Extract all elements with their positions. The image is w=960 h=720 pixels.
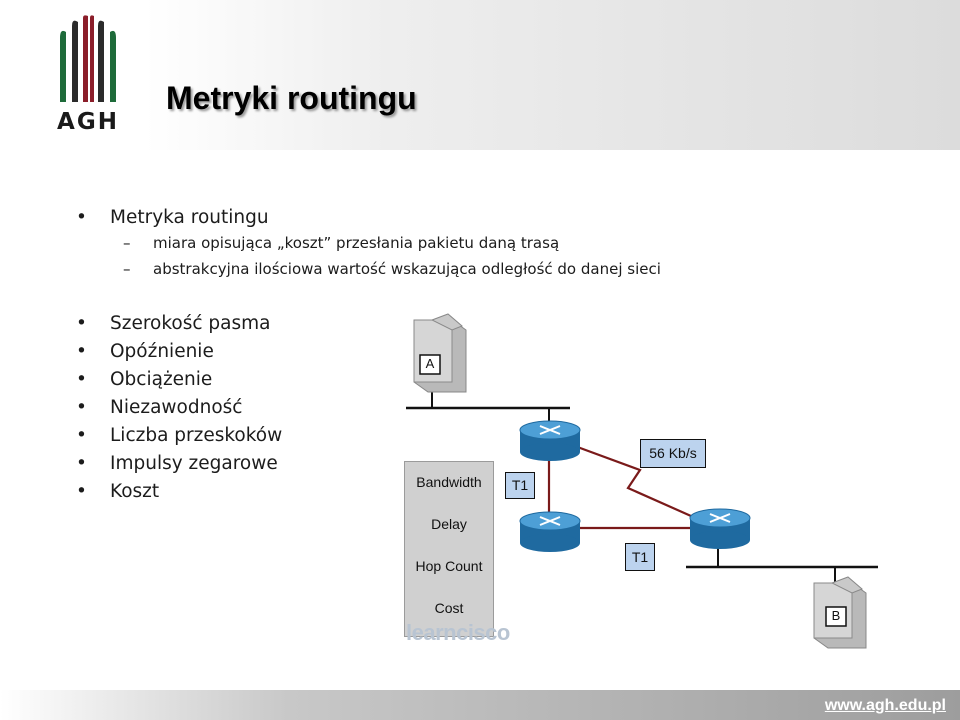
bullet-bandwidth: Szerokość pasma (76, 313, 270, 334)
sub-bullet-abstract: abstrakcyjna ilościowa wartość wskazując… (123, 260, 661, 278)
watermark: learncisco (406, 620, 510, 645)
agh-logo: AGH (52, 14, 124, 139)
link-label-t1-left: T1 (505, 472, 535, 499)
link-label-t1-bottom: T1 (625, 543, 655, 571)
bullet-hop-count: Liczba przeskoków (76, 425, 282, 446)
bullet-reliability: Niezawodność (76, 397, 243, 418)
bullet-load: Obciążenie (76, 369, 212, 390)
bullet-ticks: Impulsy zegarowe (76, 453, 278, 474)
sub-bullet-cost: miara opisująca „koszt” przesłania pakie… (123, 234, 559, 252)
host-a-label: A (421, 356, 439, 373)
wan-links (547, 443, 701, 530)
bullet-cost: Koszt (76, 481, 159, 502)
page-title: Metryki routingu (166, 80, 417, 116)
host-b-label: B (827, 608, 845, 625)
footer-website-link[interactable]: www.agh.edu.pl (824, 697, 946, 714)
metric-delay: Delay (431, 516, 467, 532)
bullet-delay: Opóźnienie (76, 341, 214, 362)
router-right-icon (689, 508, 751, 549)
header-band (145, 0, 960, 150)
metric-hop-count: Hop Count (415, 558, 483, 574)
link-label-56kbps: 56 Kb/s (640, 439, 706, 468)
agh-logo-icon (60, 15, 116, 103)
footer-bar: www.agh.edu.pl (0, 690, 960, 720)
metrics-box: Bandwidth Delay Hop Count Cost (404, 461, 494, 637)
server-a-icon (413, 313, 467, 393)
metric-cost: Cost (434, 600, 464, 616)
router-top-icon (519, 420, 581, 461)
metric-bandwidth: Bandwidth (416, 474, 482, 490)
bullet-metric-definition: Metryka routingu (76, 207, 269, 228)
router-middle-icon (519, 511, 581, 552)
logo-text: AGH (57, 109, 119, 135)
